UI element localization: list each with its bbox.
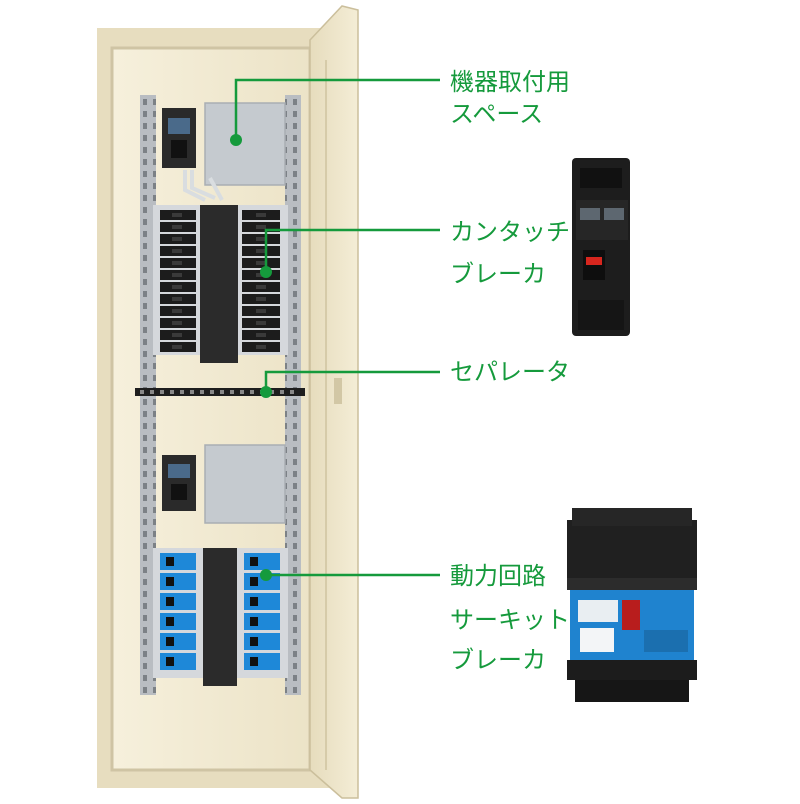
upper-wiring: [183, 170, 224, 202]
power-breaker-module: [160, 593, 196, 610]
callout-power-circuit: 動力回路: [450, 560, 546, 592]
callout-kantacchi-breaker-line-2: ブレーカ: [450, 260, 546, 288]
power-breaker-module: [244, 653, 280, 670]
separator-bar: [135, 388, 305, 396]
power-circuit-bank: [153, 548, 288, 686]
callout-equipment-space-line-2: スペース: [450, 100, 544, 128]
kantacchi-breaker-bank: [153, 205, 288, 363]
callout-kantacchi-breaker: カンタッチ ブレーカ: [450, 216, 570, 290]
equipment-plate: [204, 102, 286, 186]
three-pole-circuit-breaker-icon: [567, 508, 697, 702]
power-breaker-module: [160, 613, 196, 630]
lower-equipment-space: [162, 444, 286, 524]
power-breaker-module: [160, 653, 196, 670]
power-breaker-module: [160, 553, 196, 570]
callout-circuit-breaker-line-2: ブレーカ: [450, 646, 546, 674]
power-breaker-module: [160, 633, 196, 650]
single-pole-breaker-icon: [572, 158, 630, 336]
callout-separator: セパレータ: [450, 356, 570, 388]
upper-equipment-space: [162, 102, 286, 186]
callout-dots: [230, 134, 272, 581]
power-breaker-module: [244, 613, 280, 630]
main-breaker-lower: [162, 455, 196, 511]
leader-kantacchi-breaker: [264, 228, 440, 272]
callout-leaders: [234, 78, 440, 577]
callout-power-circuit-line-1: 動力回路: [450, 562, 546, 590]
door-handle: [334, 378, 342, 404]
callout-equipment-space: 機器取付用 スペース: [450, 66, 570, 130]
callout-circuit-breaker: サーキット ブレーカ: [450, 604, 570, 676]
power-breaker-module: [160, 573, 196, 590]
callout-circuit-breaker-line-1: サーキット: [450, 606, 570, 634]
center-busbar: [200, 205, 238, 363]
leader-equipment-space: [234, 78, 440, 140]
power-breaker-module: [244, 593, 280, 610]
main-breaker-upper: [162, 108, 196, 168]
power-breaker-module: [244, 553, 280, 570]
callout-equipment-space-line-1: 機器取付用: [450, 68, 570, 96]
callout-kantacchi-breaker-line-1: カンタッチ: [450, 218, 570, 246]
leader-separator: [264, 370, 440, 392]
power-breaker-module: [244, 633, 280, 650]
callout-separator-line-1: セパレータ: [450, 358, 570, 386]
